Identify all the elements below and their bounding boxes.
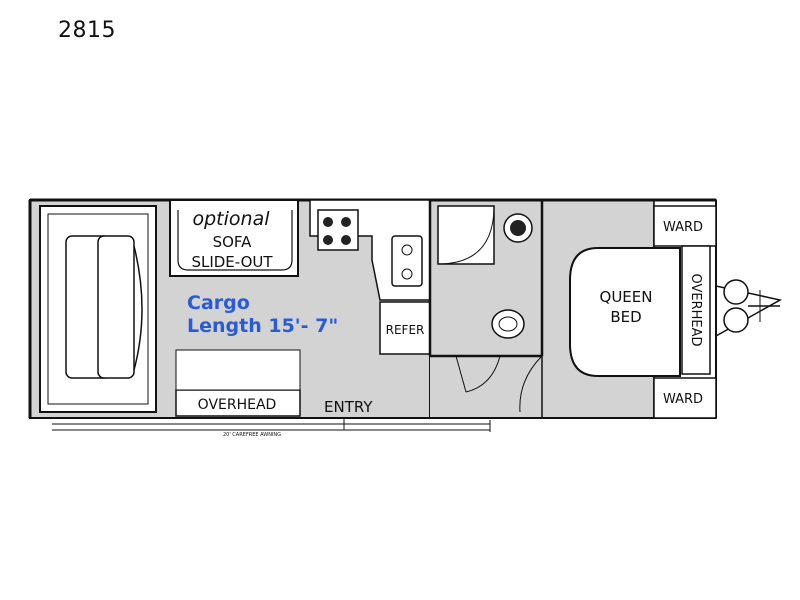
rear-bed-arm [133,245,143,371]
refer-label: REFER [386,323,425,337]
sofa-label: SOFA [213,233,253,251]
ward-bottom-label: WARD [663,392,703,407]
bedroom-door-swing [519,355,543,413]
lavatory-basin-icon [510,220,526,236]
shower-icon [437,205,495,265]
sofa-slide-out [169,199,299,277]
burner-icon [341,235,351,245]
stove-icon [317,209,359,251]
overhead-front-cabinet [681,245,711,375]
wardrobe-bottom [653,377,717,419]
entry-label: ENTRY [324,398,373,416]
cargo-label: Cargo [187,292,250,314]
propane-tank-icon [723,279,749,305]
overhead-rear-label: OVERHEAD [198,397,277,413]
toilet-icon [491,309,525,339]
slide-out-label: SLIDE-OUT [191,253,273,271]
storage-area [175,349,301,391]
queen-label: QUEEN [600,288,653,306]
sink-drain-icon [401,244,413,256]
refrigerator [379,301,431,355]
sink-drain-icon [401,268,413,280]
burner-icon [323,235,333,245]
ward-top-label: WARD [663,220,703,235]
optional-label: optional [192,208,270,230]
burner-icon [341,217,351,227]
queen-bed [569,247,681,377]
sink-icon [391,235,423,287]
propane-tank-icon [723,307,749,333]
toilet-bowl-icon [498,316,518,332]
bed-label: BED [610,308,641,326]
wardrobe-top [653,205,717,247]
burner-icon [323,217,333,227]
sofa-cushion [177,210,293,271]
model-number: 2815 [58,18,116,43]
overhead-rear-cabinet [175,389,301,417]
overhead-front-label: OVERHEAD [688,273,703,346]
bath-door-swing [455,355,501,393]
cargo-length-label: Length 15'- 7" [187,315,338,337]
awning-label: 20' CAREFREE AWNING [223,432,281,438]
rear-bed-right [97,235,135,379]
shower-curve [437,205,495,265]
